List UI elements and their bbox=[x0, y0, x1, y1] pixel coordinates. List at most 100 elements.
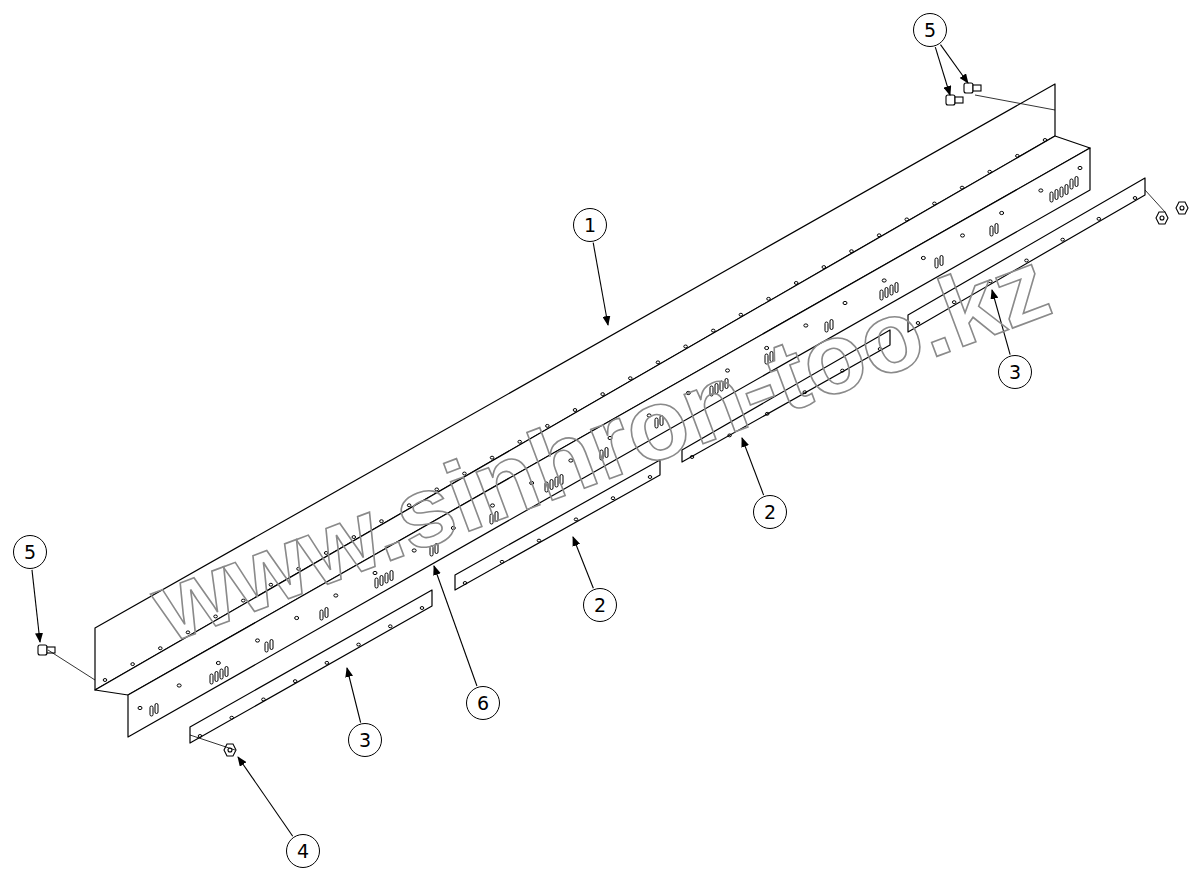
callout-circle: 3 bbox=[348, 723, 382, 757]
slot bbox=[265, 642, 268, 652]
nut bbox=[1176, 202, 1188, 214]
callout-number: 4 bbox=[297, 842, 309, 861]
bolt-hole bbox=[574, 518, 578, 521]
callout-number: 2 bbox=[764, 503, 776, 522]
bolt-hole bbox=[794, 282, 798, 285]
callout-circle: 2 bbox=[753, 495, 787, 529]
bolt-hole bbox=[611, 497, 615, 500]
bolt-hole bbox=[988, 170, 992, 173]
slot bbox=[1055, 190, 1058, 200]
leader-line bbox=[32, 570, 40, 642]
callout-number: 5 bbox=[924, 21, 936, 40]
callout-circle: 5 bbox=[13, 535, 47, 569]
slot bbox=[1060, 187, 1063, 197]
assembly-line bbox=[1145, 190, 1165, 212]
slot bbox=[150, 706, 153, 716]
bolt-head bbox=[38, 645, 47, 655]
bolt-hole bbox=[131, 663, 135, 666]
flange-strip bbox=[95, 136, 1090, 695]
bolt-hole bbox=[103, 679, 107, 682]
bolt-hole bbox=[198, 735, 202, 738]
bolt-head bbox=[964, 83, 973, 93]
channel-part-6 bbox=[128, 148, 1090, 737]
bolt-hole bbox=[739, 313, 743, 316]
slot bbox=[220, 669, 223, 679]
slot bbox=[155, 704, 158, 714]
bolt-hole bbox=[850, 250, 854, 253]
callout-circle: 2 bbox=[583, 588, 617, 622]
bolt-hole bbox=[537, 539, 541, 542]
bolt-hole bbox=[420, 607, 424, 610]
bolt-hole bbox=[1061, 238, 1065, 241]
bolt-hole bbox=[1039, 189, 1043, 192]
bolt-hole bbox=[767, 297, 771, 300]
bolt-hole bbox=[1078, 166, 1082, 169]
nut bbox=[1156, 212, 1168, 224]
leader-line bbox=[742, 438, 764, 495]
bolt-hole bbox=[1000, 211, 1004, 214]
leader-line bbox=[238, 757, 293, 836]
bolt-hole bbox=[711, 329, 715, 332]
callout-circle: 4 bbox=[286, 834, 320, 868]
callout-number: 3 bbox=[1009, 363, 1021, 382]
slot bbox=[215, 672, 218, 682]
slot bbox=[225, 667, 228, 677]
bolt-hole bbox=[684, 345, 688, 348]
bolt-hole bbox=[500, 560, 504, 563]
bolt-hole bbox=[216, 661, 220, 664]
assembly-line bbox=[48, 650, 95, 680]
slot bbox=[1070, 179, 1073, 189]
leader-line bbox=[573, 537, 593, 588]
bolt-shank bbox=[973, 85, 981, 91]
bolt-hole bbox=[262, 698, 266, 701]
bolt-hole bbox=[905, 218, 909, 221]
assembly-line bbox=[975, 95, 1055, 110]
callout-number: 1 bbox=[584, 216, 596, 235]
callout-number: 3 bbox=[359, 731, 371, 750]
bolt-hole bbox=[933, 202, 937, 205]
callout-circle: 6 bbox=[466, 686, 500, 720]
slot bbox=[990, 226, 993, 236]
bolt-head bbox=[946, 95, 955, 105]
bolt-hole bbox=[822, 266, 826, 269]
leader-line bbox=[347, 668, 361, 723]
nut-bore bbox=[1160, 216, 1164, 220]
bolt-hole bbox=[138, 706, 142, 709]
bolt-shank bbox=[955, 97, 963, 103]
leader-line bbox=[940, 45, 968, 83]
bolt-hole bbox=[158, 647, 162, 650]
callout-circle: 3 bbox=[998, 355, 1032, 389]
bolt-hole bbox=[960, 186, 964, 189]
slot bbox=[1075, 177, 1078, 187]
bolt-hole bbox=[325, 661, 329, 664]
bolt-hole bbox=[1016, 154, 1020, 157]
bolt-hole bbox=[877, 234, 881, 237]
bolt-hole bbox=[230, 716, 234, 719]
bolt-hole bbox=[388, 625, 392, 628]
callout-number: 5 bbox=[24, 543, 36, 562]
bolt-hole bbox=[921, 256, 925, 259]
slot bbox=[995, 224, 998, 234]
slot bbox=[1050, 192, 1053, 202]
nut-bore bbox=[1180, 206, 1184, 210]
bolt-hole bbox=[1043, 139, 1047, 142]
bolt-hole bbox=[293, 680, 297, 683]
bolt-hole bbox=[656, 361, 660, 364]
leader-line bbox=[593, 243, 608, 325]
bolt-hole bbox=[357, 643, 361, 646]
callout-number: 6 bbox=[477, 694, 489, 713]
bolt-hole bbox=[961, 234, 965, 237]
assembly-line bbox=[190, 735, 235, 750]
callout-circle: 5 bbox=[913, 13, 947, 47]
bolt-hole bbox=[1097, 217, 1101, 220]
bolt-hole bbox=[882, 279, 886, 282]
leader-line bbox=[434, 566, 477, 686]
bolt-hole bbox=[256, 639, 260, 642]
slot bbox=[325, 608, 328, 618]
bolt-hole bbox=[1133, 197, 1137, 200]
callout-circle: 1 bbox=[573, 208, 607, 242]
bolt-hole bbox=[463, 582, 467, 585]
bolt-hole bbox=[177, 684, 181, 687]
slot bbox=[1065, 185, 1068, 195]
callout-number: 2 bbox=[594, 596, 606, 615]
